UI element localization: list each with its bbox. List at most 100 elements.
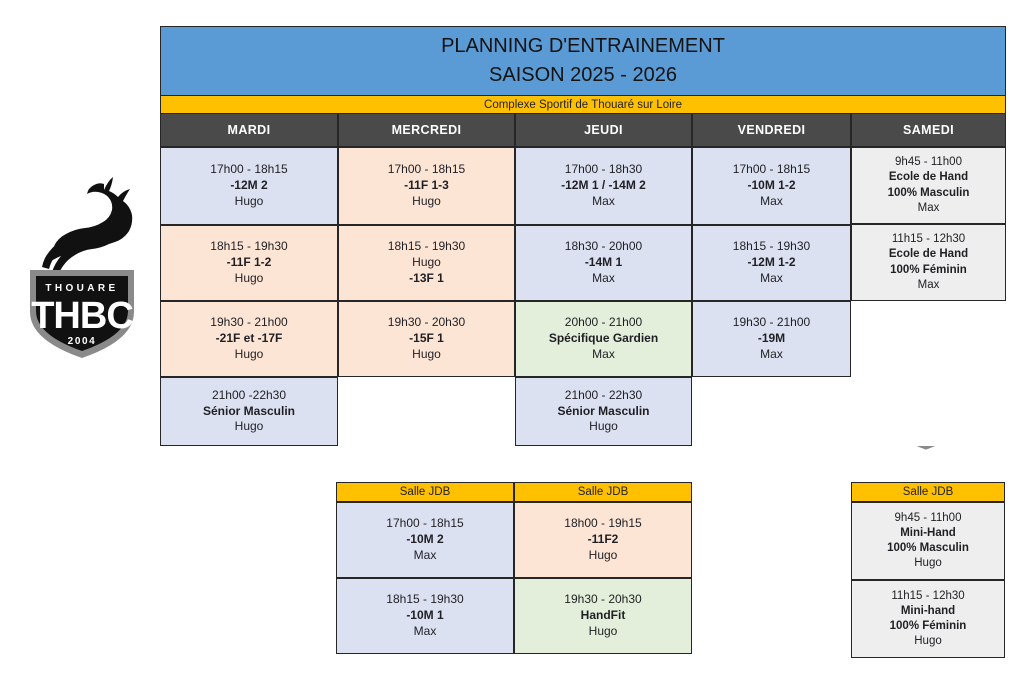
slot-samedi-1[interactable]: 9h45 - 11h00 Ecole de Hand 100% Masculin… — [851, 147, 1006, 224]
slot-team: -10M 1-2 — [747, 178, 796, 193]
venue-bar: Complexe Sportif de Thouaré sur Loire — [160, 96, 1006, 114]
slot-coach: -13F 1 — [409, 270, 444, 285]
slot-mercredi-3[interactable]: 19h30 - 20h30 -15F 1 Hugo — [338, 301, 515, 377]
slot-time: 18h15 - 19h30 — [210, 239, 288, 254]
slot-team: -10M 2 — [406, 532, 444, 547]
slot-jeudi-1[interactable]: 17h00 - 18h30 -12M 1 / -14M 2 Max — [515, 147, 692, 225]
slot-team: Ecole de Hand — [888, 171, 969, 184]
svg-text:2004: 2004 — [68, 336, 97, 347]
schedule-title-line2: SAISON 2025 - 2026 — [489, 64, 677, 86]
slot-coach: Max — [413, 547, 437, 562]
slot-coach: Hugo — [588, 547, 618, 562]
slot-team: -10M 1 — [406, 608, 444, 623]
schedule-row: 19h30 - 21h00 -21F et -17F Hugo 19h30 - … — [160, 301, 1006, 377]
slot-samedi-spacer-4 — [851, 377, 1006, 446]
slot-vendredi-4-empty — [692, 377, 851, 446]
slot-time: 11h15 - 12h30 — [891, 589, 965, 602]
jdb-row: 18h15 - 19h30 -10M 1 Max 19h30 - 20h30 H… — [336, 578, 692, 654]
schedule-title-bar: PLANNING D'ENTRAINEMENT SAISON 2025 - 20… — [160, 26, 1006, 96]
slot-vendredi-1[interactable]: 17h00 - 18h15 -10M 1-2 Max — [692, 147, 851, 225]
slot-team: Mini-hand — [900, 604, 956, 617]
salle-jdb-table-right: Salle JDB 9h45 - 11h00 Mini-Hand 100% Ma… — [851, 482, 1005, 658]
slot-time: 18h15 - 19h30 — [387, 239, 466, 254]
slot-group: 100% Féminin — [890, 263, 967, 276]
slot-time: 19h30 - 21h00 — [210, 315, 288, 330]
slot-mercredi-4-empty — [338, 377, 515, 446]
slot-coach: Max — [413, 623, 437, 638]
slot-group: 100% Masculin — [887, 186, 970, 199]
jdb-slot-c1-r2[interactable]: 18h15 - 19h30 -10M 1 Max — [336, 578, 514, 654]
jdb-slot-c1-r1[interactable]: 17h00 - 18h15 -10M 2 Max — [336, 502, 514, 578]
slot-mercredi-2[interactable]: 18h15 - 19h30 Hugo -13F 1 — [338, 225, 515, 301]
jdb-header-col1: Salle JDB — [336, 482, 514, 502]
slot-time: 18h30 - 20h00 — [564, 239, 643, 254]
slot-coach: Hugo — [589, 419, 618, 434]
slot-team: -15F 1 — [409, 331, 444, 346]
slot-time: 17h00 - 18h15 — [386, 516, 464, 531]
slot-coach: Hugo — [914, 557, 942, 570]
slot-time: 17h00 - 18h30 — [564, 162, 643, 177]
slot-coach: Hugo — [234, 193, 264, 208]
slot-coach: Max — [760, 193, 783, 208]
svg-text:THOUARE: THOUARE — [45, 283, 118, 294]
slot-team: -11F 1-3 — [404, 178, 449, 193]
slot-team: -12M 2 — [230, 178, 268, 193]
slot-coach: Max — [917, 278, 940, 291]
slot-coach: Hugo — [412, 193, 441, 208]
slot-time: 9h45 - 11h00 — [894, 511, 962, 524]
slot-mardi-2[interactable]: 18h15 - 19h30 -11F 1-2 Hugo — [160, 225, 338, 301]
slot-team: -14M 1 — [584, 255, 623, 270]
slot-mardi-3[interactable]: 19h30 - 21h00 -21F et -17F Hugo — [160, 301, 338, 377]
training-schedule-table: PLANNING D'ENTRAINEMENT SAISON 2025 - 20… — [160, 26, 1006, 446]
venue-label: Complexe Sportif de Thouaré sur Loire — [484, 98, 682, 111]
slot-vendredi-3[interactable]: 19h30 - 21h00 -19M Max — [692, 301, 851, 377]
slot-samedi-2[interactable]: 11h15 - 12h30 Ecole de Hand 100% Féminin… — [851, 224, 1006, 301]
day-header-mercredi: MERCREDI — [338, 114, 515, 147]
slot-time: 19h30 - 20h30 — [387, 315, 466, 330]
slot-jeudi-2[interactable]: 18h30 - 20h00 -14M 1 Max — [515, 225, 692, 301]
slot-team: -19M — [757, 331, 786, 346]
club-logo-left: THOUARE THBC 2004 — [8, 172, 156, 364]
samedi-column: 9h45 - 11h00 Ecole de Hand 100% Masculin… — [851, 147, 1006, 301]
slot-coach: Hugo — [234, 270, 264, 285]
slot-time: 20h00 - 21h00 — [564, 315, 643, 330]
schedule-title-line1: PLANNING D'ENTRAINEMENT — [441, 35, 725, 57]
slot-team: HandFit — [580, 608, 626, 623]
slot-coach: Hugo — [234, 346, 264, 361]
slot-team: Sénior Masculin — [202, 403, 296, 418]
slot-group: 100% Féminin — [889, 620, 967, 632]
jdb-slot-c2-r2[interactable]: 19h30 - 20h30 HandFit Hugo — [514, 578, 692, 654]
slot-vendredi-2[interactable]: 18h15 - 19h30 -12M 1-2 Max — [692, 225, 851, 301]
slot-coach: Max — [760, 346, 783, 361]
slot-time: 21h00 -22h30 — [211, 387, 287, 402]
jdb-slot-c2-r1[interactable]: 18h00 - 19h15 -11F2 Hugo — [514, 502, 692, 578]
slot-time: 19h30 - 20h30 — [564, 592, 642, 607]
slot-time: 11h15 - 12h30 — [891, 233, 966, 246]
jdb-header-col2: Salle JDB — [514, 482, 692, 502]
slot-mardi-1[interactable]: 17h00 - 18h15 -12M 2 Hugo — [160, 147, 338, 225]
slot-time: 17h00 - 18h15 — [387, 162, 466, 177]
slot-team: Mini-Hand — [900, 526, 956, 539]
day-header-jeudi: JEUDI — [515, 114, 692, 147]
jdb-slot-samedi-2[interactable]: 11h15 - 12h30 Mini-hand 100% Féminin Hug… — [851, 580, 1005, 658]
jdb-header-samedi: Salle JDB — [851, 482, 1005, 502]
slot-mercredi-1[interactable]: 17h00 - 18h15 -11F 1-3 Hugo — [338, 147, 515, 225]
slot-coach: Hugo — [914, 635, 942, 648]
jdb-header-row: Salle JDB Salle JDB — [336, 482, 692, 502]
day-header-mardi: MARDI — [160, 114, 338, 147]
slot-time: 9h45 - 11h00 — [895, 156, 962, 169]
jdb-row: 17h00 - 18h15 -10M 2 Max 18h00 - 19h15 -… — [336, 502, 692, 578]
slot-coach: Hugo — [588, 623, 618, 638]
slot-team: Sénior Masculin — [557, 403, 650, 418]
slot-jeudi-4[interactable]: 21h00 - 22h30 Sénior Masculin Hugo — [515, 377, 692, 446]
slot-mardi-4[interactable]: 21h00 -22h30 Sénior Masculin Hugo — [160, 377, 338, 446]
slot-jeudi-3[interactable]: 20h00 - 21h00 Spécifique Gardien Max — [515, 301, 692, 377]
slot-team: -12M 1-2 — [747, 255, 796, 270]
slot-team: Spécifique Gardien — [548, 331, 659, 346]
day-header-samedi: SAMEDI — [851, 114, 1006, 147]
slot-time: 19h30 - 21h00 — [732, 315, 811, 330]
slot-team: -11F 1-2 — [226, 255, 272, 270]
jdb-slot-samedi-1[interactable]: 9h45 - 11h00 Mini-Hand 100% Masculin Hug… — [851, 502, 1005, 580]
slot-team: -11F2 — [587, 532, 619, 547]
slot-coach: Max — [592, 270, 615, 285]
